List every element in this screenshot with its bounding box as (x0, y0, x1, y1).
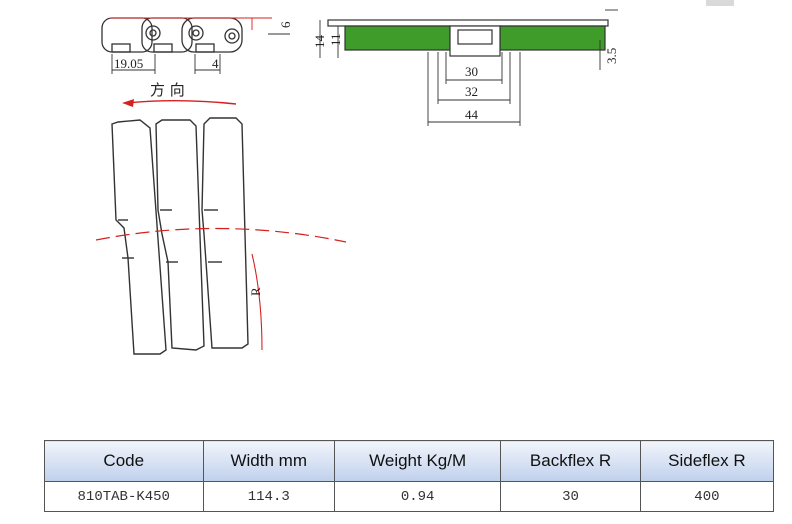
pitch-arc-line (95, 227, 347, 243)
spec-table: Code Width mm Weight Kg/M Backflex R Sid… (44, 440, 775, 512)
dim-4: 4 (212, 56, 219, 71)
direction-arrow (125, 100, 237, 105)
cell-weight: 0.94 (333, 481, 502, 512)
radius-line (251, 253, 263, 351)
dim-32: 32 (465, 84, 478, 99)
table-row: 810TAB-K450 114.3 0.94 30 400 (44, 481, 775, 512)
dim-pitch: 19.05 (114, 56, 143, 71)
header-weight: Weight Kg/M (333, 440, 502, 482)
cell-sideflex: 400 (639, 481, 775, 512)
header-code: Code (44, 440, 204, 482)
cell-code: 810TAB-K450 (44, 481, 204, 512)
dim-6: 6 (278, 21, 293, 28)
direction-label: 方 向 (150, 81, 185, 99)
radius-label: R (248, 287, 263, 296)
dim-14: 14 (312, 35, 327, 49)
chain-top-view (111, 117, 249, 355)
chain-technical-drawing: 19.05 4 6 方 向 14 11 3.5 30 32 44 (95, 9, 619, 355)
dim-3-5: 3.5 (604, 48, 619, 64)
direction-arrowhead-icon (122, 99, 134, 107)
cell-backflex: 30 (500, 481, 641, 512)
header-width: Width mm (202, 440, 335, 482)
cell-width: 114.3 (202, 481, 335, 512)
dim-30: 30 (465, 64, 478, 79)
header-sideflex: Sideflex R (639, 440, 775, 482)
chain-side-view (101, 17, 290, 74)
dim-11: 11 (328, 33, 343, 46)
dim-44: 44 (465, 107, 479, 122)
chain-cross-section (319, 9, 618, 126)
header-backflex: Backflex R (500, 440, 641, 482)
page-edge-mark (706, 0, 734, 6)
table-header-row: Code Width mm Weight Kg/M Backflex R Sid… (44, 440, 775, 482)
